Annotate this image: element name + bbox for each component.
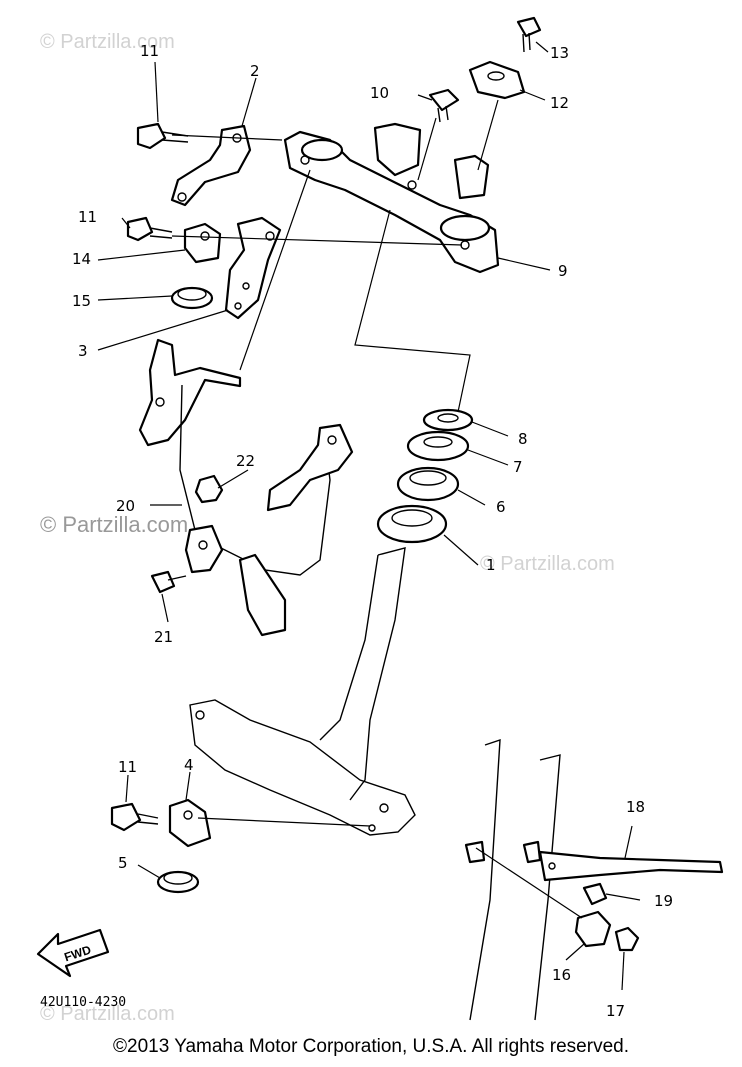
- callout-19: 19: [654, 892, 673, 910]
- bearing-1: [376, 504, 448, 544]
- callout-11-lower: 11: [118, 758, 137, 776]
- headlight-stay-20: [138, 338, 354, 637]
- bolt-11-middle: [126, 216, 173, 242]
- callout-18: 18: [626, 798, 645, 816]
- callout-20: 20: [116, 497, 135, 515]
- watermark-middle-right: © Partzilla.com: [480, 553, 615, 575]
- callout-12: 12: [550, 94, 569, 112]
- callout-15: 15: [72, 292, 91, 310]
- callout-22: 22: [236, 452, 255, 470]
- bolt-11-upper: [136, 122, 189, 150]
- copyright-notice: ©2013 Yamaha Motor Corporation, U.S.A. A…: [113, 1036, 629, 1057]
- callout-8: 8: [518, 430, 528, 448]
- leader-lines: [97, 41, 641, 991]
- clamp-14: [183, 222, 222, 264]
- watermark-middle-left: © Partzilla.com: [40, 512, 188, 537]
- callout-21: 21: [154, 628, 173, 646]
- ring-nut-8: [422, 408, 474, 432]
- grommet-15: [170, 286, 214, 310]
- bolt-13: [516, 16, 542, 53]
- bolt-21: [150, 570, 187, 594]
- watermark-bottom: © Partzilla.com: [40, 1003, 175, 1025]
- bracket-3: [224, 216, 282, 320]
- callout-6: 6: [496, 498, 506, 516]
- callout-13: 13: [550, 44, 569, 62]
- callout-3: 3: [78, 342, 88, 360]
- callout-9: 9: [558, 262, 568, 280]
- callout-16: 16: [552, 966, 571, 984]
- handlebar-holder-12: [468, 60, 526, 100]
- callout-4: 4: [184, 756, 194, 774]
- callout-17: 17: [606, 1002, 625, 1020]
- grommet-5: [156, 870, 200, 894]
- callout-11-upper: 11: [140, 42, 159, 60]
- watermark-top: © Partzilla.com: [40, 31, 175, 53]
- hose-guide-18: [538, 850, 724, 882]
- damper-22: [194, 474, 224, 504]
- diagram-code: 42U110-4230: [40, 995, 126, 1010]
- bolt-19: [582, 882, 608, 906]
- fwd-arrow-icon: FWD: [36, 928, 110, 978]
- callout-7: 7: [513, 458, 523, 476]
- callout-14: 14: [72, 250, 91, 268]
- callout-1: 1: [486, 556, 496, 574]
- washer-7: [406, 430, 470, 462]
- grommet-17: [614, 926, 640, 952]
- holder-16: [574, 910, 612, 948]
- clamp-4: [168, 798, 212, 848]
- callout-5: 5: [118, 854, 128, 872]
- bolt-10: [428, 88, 460, 123]
- steering-stem-outline: [189, 547, 416, 836]
- bearing-6: [396, 466, 460, 502]
- callout-2: 2: [250, 62, 260, 80]
- callout-11-middle: 11: [78, 208, 97, 226]
- bolt-11-lower: [110, 802, 159, 832]
- fork-phantom: [464, 739, 561, 1021]
- callout-10: 10: [370, 84, 389, 102]
- upper-bracket: [283, 122, 500, 274]
